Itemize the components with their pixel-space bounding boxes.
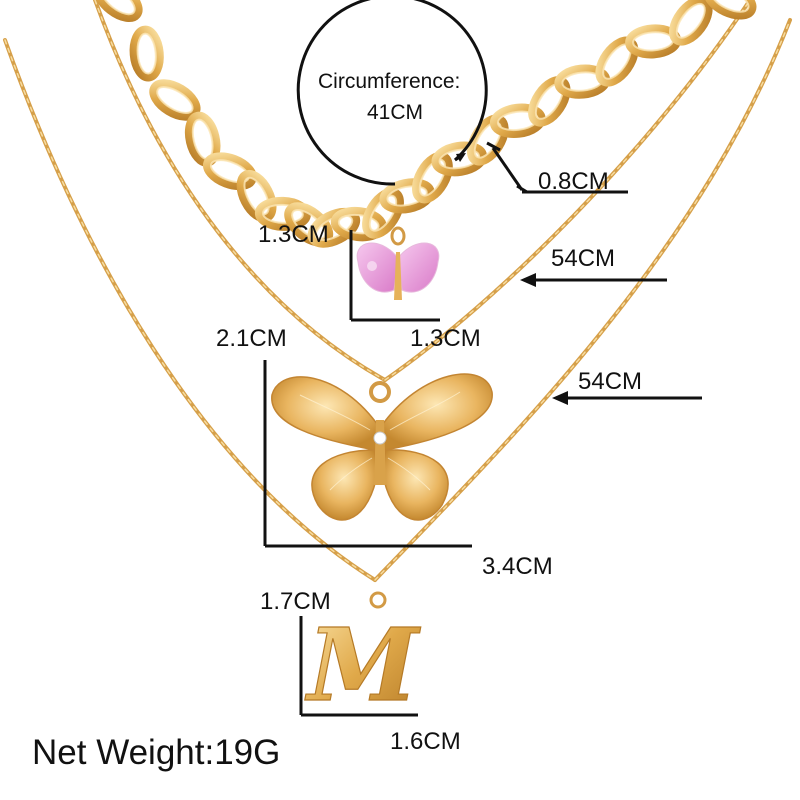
curb-chain-highlight [438, 148, 481, 170]
curb-chain-highlight [368, 194, 398, 232]
curb-chain-link [307, 207, 361, 248]
gold-butterfly-width-label: 3.4CM [482, 553, 553, 580]
arrow-left-icon [520, 273, 536, 287]
chain-length-arrows [520, 273, 702, 405]
arrow-left-icon [552, 391, 568, 405]
curb-chain-highlight [710, 0, 750, 13]
gold-butterfly-pendant [271, 373, 493, 521]
net-weight-label: Net Weight:19G [32, 733, 281, 772]
curb-chain-link [431, 141, 488, 177]
curb-chain-highlight [314, 214, 354, 241]
pink-butterfly-width-label: 1.3CM [410, 325, 481, 352]
curb-chain-highlight [418, 158, 447, 197]
letter-m-pendant: M [304, 591, 422, 725]
curb-chain-link [93, 0, 143, 22]
pink-butterfly-pendant [356, 226, 440, 300]
curb-chain-highlight [156, 86, 194, 114]
chain-length-label-2: 54CM [578, 368, 643, 395]
curb-chain-link [362, 187, 404, 239]
circumference-annotation [296, 0, 488, 186]
circumference-value: 41CM [367, 101, 424, 124]
curb-chain-link [379, 178, 435, 214]
curb-chain-highlight [291, 209, 327, 240]
letter-width-label: 1.6CM [390, 728, 461, 755]
curb-chain [93, 0, 757, 248]
curb-chain-link [236, 169, 277, 223]
curb-chain-link [703, 0, 757, 20]
curb-chain-link [411, 151, 453, 204]
curb-chain-highlight [261, 203, 304, 224]
curb-chain-link [528, 76, 571, 127]
curb-chain-link [669, 0, 713, 46]
curb-chain-highlight [337, 213, 380, 235]
dimension-lines [263, 141, 628, 717]
chain-length-label-1: 54CM [551, 245, 616, 272]
thin-chain-strands [3, 0, 792, 582]
letter-height-label: 1.7CM [260, 588, 331, 615]
letter-m-glyph: M [305, 606, 422, 724]
curb-chain-highlight [136, 32, 157, 75]
curb-chain-highlight [675, 2, 706, 39]
chain-width-label: 0.8CM [538, 168, 609, 195]
curb-chain-link [254, 196, 311, 231]
curb-chain-highlight [100, 0, 136, 16]
pink-butterfly-height-label: 1.3CM [258, 221, 329, 248]
curb-chain-link [129, 25, 164, 82]
curb-chain-highlight [243, 176, 270, 216]
curb-chain-link [202, 152, 257, 191]
curb-chain-highlight [386, 185, 428, 207]
circumference-label: Circumference: [318, 70, 461, 93]
gold-butterfly-height-label: 2.1CM [216, 325, 287, 352]
